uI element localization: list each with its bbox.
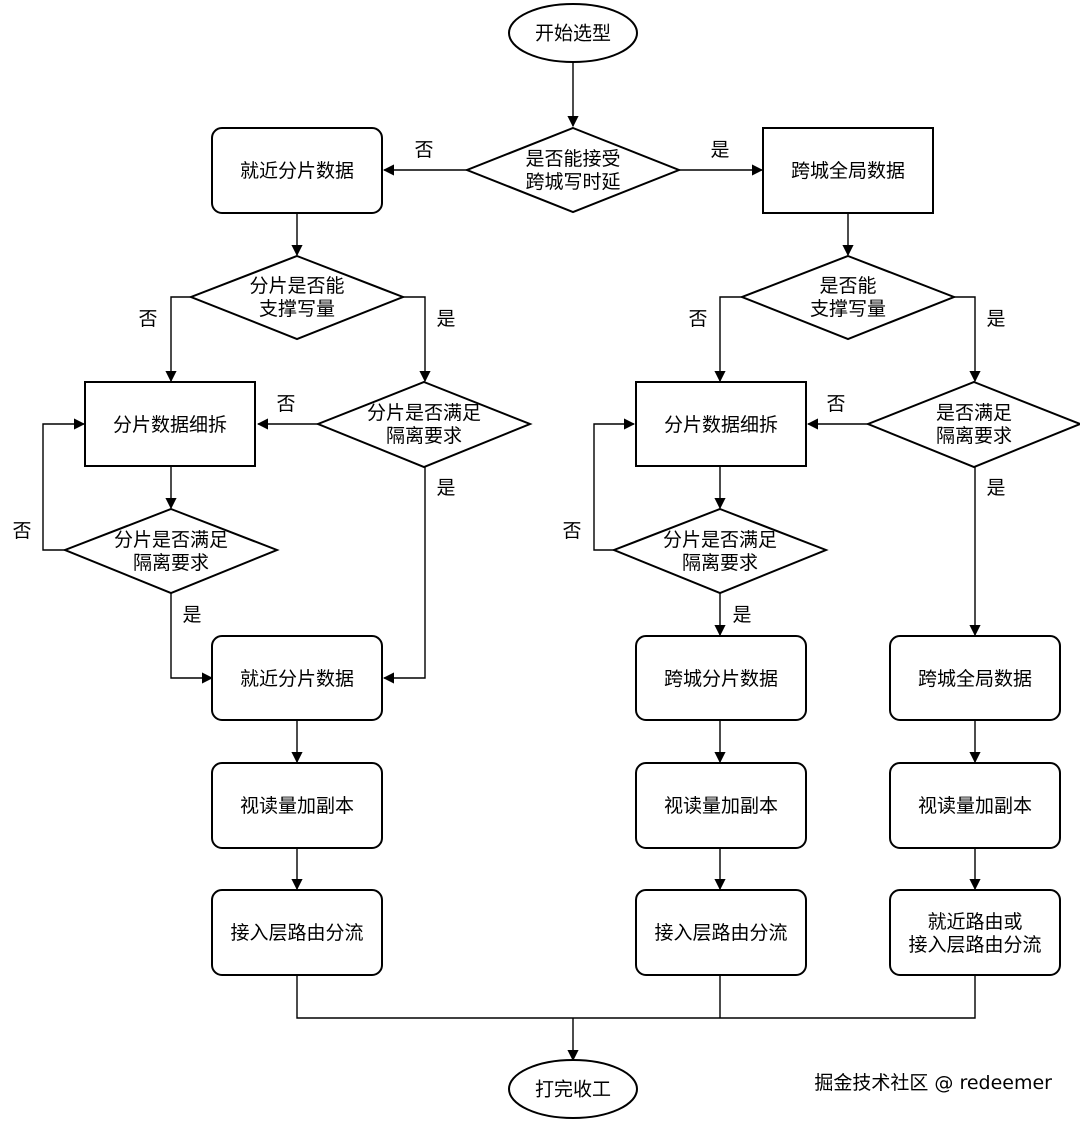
end-node: 打完收工 [508, 1059, 638, 1119]
label-no: 否 [276, 393, 295, 415]
process-right-cross-global-2-label: 跨城全局数据 [918, 668, 1032, 690]
decision-right-write: 是否能 支撑写量 [739, 254, 957, 341]
decision-right-write-line1: 是否能 [819, 275, 876, 297]
process-left-nearby-2: 就近分片数据 [211, 635, 383, 721]
decision-right-isolation-line1: 是否满足 [936, 402, 1012, 424]
process-right-route: 就近路由或 接入层路由分流 [889, 889, 1061, 976]
label-yes: 是 [436, 308, 455, 330]
label-yes: 是 [986, 477, 1005, 499]
process-left-split-label: 分片数据细拆 [113, 414, 227, 436]
decision-left-isolation-line1: 分片是否满足 [367, 402, 481, 424]
label-no: 否 [138, 308, 157, 330]
decision-right-write-line2: 支撑写量 [810, 298, 886, 320]
edge-routes-merge [296, 975, 976, 1019]
label-yes: 是 [436, 477, 455, 499]
edge-r-q-write-no [714, 296, 742, 383]
process-left-route-label: 接入层路由分流 [230, 922, 363, 944]
decision-right-isolation-line2: 隔离要求 [936, 425, 1012, 447]
process-left-replica: 视读量加副本 [211, 762, 383, 849]
process-mid-route-label: 接入层路由分流 [654, 922, 787, 944]
label-no: 否 [688, 308, 707, 330]
label-yes: 是 [986, 308, 1005, 330]
process-left-replica-label: 视读量加副本 [240, 795, 354, 817]
label-no: 否 [414, 139, 433, 161]
decision-left-isolation-line2: 隔离要求 [386, 425, 462, 447]
decision-right-isolation: 是否满足 隔离要求 [865, 380, 1080, 469]
decision-left-write-line2: 支撑写量 [259, 298, 335, 320]
label-yes: 是 [182, 604, 201, 626]
decision-latency: 是否能接受 跨城写时延 [464, 126, 682, 214]
edge-l-q-write-no [165, 296, 191, 383]
process-right-cross-global-label: 跨城全局数据 [791, 160, 905, 182]
process-left-route: 接入层路由分流 [211, 889, 383, 976]
decision-left-isolation-2: 分片是否满足 隔离要求 [62, 507, 280, 595]
decision-right-isolation-2-line2: 隔离要求 [682, 552, 758, 574]
process-left-nearby-2-label: 就近分片数据 [240, 668, 354, 690]
decision-left-write: 分片是否能 支撑写量 [188, 254, 406, 341]
end-label: 打完收工 [535, 1079, 611, 1101]
process-right-cross-global-2: 跨城全局数据 [889, 635, 1061, 721]
edge-r-q-write-yes [954, 296, 981, 383]
process-mid-replica-label: 视读量加副本 [664, 795, 778, 817]
start-node: 开始选型 [508, 3, 638, 63]
decision-left-write-line1: 分片是否能 [249, 275, 344, 297]
process-left-nearby-label: 就近分片数据 [240, 160, 354, 182]
process-mid-cross-shard-label: 跨城分片数据 [664, 668, 778, 690]
edge-l-q-iso-yes [382, 467, 426, 684]
edge-l-q-iso2-yes [170, 593, 214, 684]
decision-right-isolation-2-line1: 分片是否满足 [663, 529, 777, 551]
decision-latency-line1: 是否能接受 [525, 148, 620, 170]
process-left-nearby: 就近分片数据 [211, 127, 383, 214]
process-left-split: 分片数据细拆 [84, 381, 256, 467]
decision-left-isolation-2-line1: 分片是否满足 [114, 529, 228, 551]
process-right-split: 分片数据细拆 [635, 381, 807, 467]
edge-r-q-iso2-no-loop [593, 418, 636, 551]
edge-l-q-write-yes [403, 296, 431, 383]
process-mid-route: 接入层路由分流 [635, 889, 807, 976]
watermark: 掘金技术社区 @ redeemer [814, 1072, 1052, 1094]
decision-latency-line2: 跨城写时延 [525, 171, 620, 193]
process-mid-replica: 视读量加副本 [635, 762, 807, 849]
process-right-cross-global: 跨城全局数据 [762, 127, 934, 214]
process-right-replica-label: 视读量加副本 [918, 795, 1032, 817]
process-right-route-line1: 就近路由或 [927, 911, 1022, 933]
start-label: 开始选型 [535, 23, 611, 45]
label-yes: 是 [732, 604, 751, 626]
decision-left-isolation-2-line2: 隔离要求 [133, 552, 209, 574]
label-no: 否 [12, 520, 31, 542]
decision-left-isolation: 分片是否满足 隔离要求 [315, 380, 533, 469]
process-right-split-label: 分片数据细拆 [664, 414, 778, 436]
label-no: 否 [826, 393, 845, 415]
process-right-replica: 视读量加副本 [889, 762, 1061, 849]
edge-l-q-iso2-no-loop [42, 418, 86, 551]
label-no: 否 [562, 520, 581, 542]
process-right-route-line2: 接入层路由分流 [908, 934, 1041, 956]
decision-right-isolation-2: 分片是否满足 隔离要求 [611, 507, 829, 595]
edge-labels: 否 是 否 是 否 是 否 否 是 是 否 否 是 是 [12, 139, 1005, 626]
connectors [42, 62, 981, 1062]
label-yes: 是 [710, 139, 729, 161]
process-mid-cross-shard: 跨城分片数据 [635, 635, 807, 721]
